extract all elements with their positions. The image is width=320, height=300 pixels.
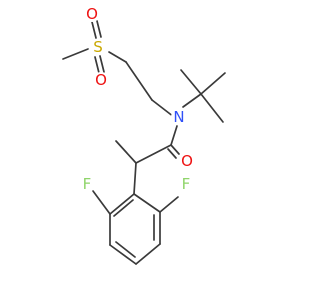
atom-label-background xyxy=(179,153,195,169)
bond-tbutyl-methyl-up xyxy=(180,69,202,95)
atom-oxygen-carbonyl: O xyxy=(181,152,193,170)
bond-sulfur-oxygen-lower-a xyxy=(94,56,100,74)
bond-alpha-methyl xyxy=(115,140,137,164)
atom-fluorine-left: F xyxy=(83,175,92,193)
bond-ch2-nitrogen xyxy=(151,99,175,118)
bond-ring-fluorine-right xyxy=(159,196,179,213)
atom-sulfur: S xyxy=(93,38,103,56)
bond-ring-inner-2 xyxy=(115,241,136,258)
bond-sulfur-ch2 xyxy=(108,51,127,63)
bond-tbutyl-methyl-down xyxy=(200,93,224,123)
bond-nitrogen-tbutyl xyxy=(182,93,202,108)
molecule-structure: S O O N O F F xyxy=(62,5,226,265)
bond-carbonyl-oxygen-b xyxy=(167,148,177,159)
atom-label-background xyxy=(178,176,194,192)
bond-alpha-ring xyxy=(133,162,137,195)
atom-label-layer: S O O N O F F xyxy=(79,5,195,193)
bond-sulfur-oxygen-lower-b xyxy=(99,55,105,73)
bond-ring-6-1 xyxy=(133,193,161,213)
bond-sulfur-oxygen-upper-b xyxy=(96,20,102,38)
atom-label-background xyxy=(79,176,95,192)
bond-ring-inner-1 xyxy=(113,199,134,217)
bond-tbutyl-methyl-right xyxy=(200,72,226,95)
atom-fluorine-right: F xyxy=(182,175,191,193)
bond-sulfur-oxygen-upper-a xyxy=(91,21,97,39)
bond-ring-3-4 xyxy=(109,244,137,265)
atom-oxygen-upper: O xyxy=(86,5,98,23)
bond-ring-1-2 xyxy=(109,193,135,215)
atom-label-background xyxy=(84,6,100,22)
bond-carbonyl-alpha xyxy=(135,144,172,164)
bond-nitrogen-carbonyl xyxy=(170,125,178,146)
bond-carbonyl-oxygen-a xyxy=(170,144,180,155)
bond-ring-fluorine-left xyxy=(92,190,111,215)
bond-methyl-sulfur xyxy=(62,48,89,60)
bond-ring-4-5 xyxy=(135,243,161,265)
atom-label-background xyxy=(90,39,106,55)
atom-label-background xyxy=(93,72,109,88)
atom-label-background xyxy=(171,109,187,125)
bond-ch2-ch2 xyxy=(125,61,153,101)
atom-nitrogen: N xyxy=(173,108,184,126)
bond-layer xyxy=(62,20,226,265)
atom-oxygen-lower: O xyxy=(95,71,107,89)
